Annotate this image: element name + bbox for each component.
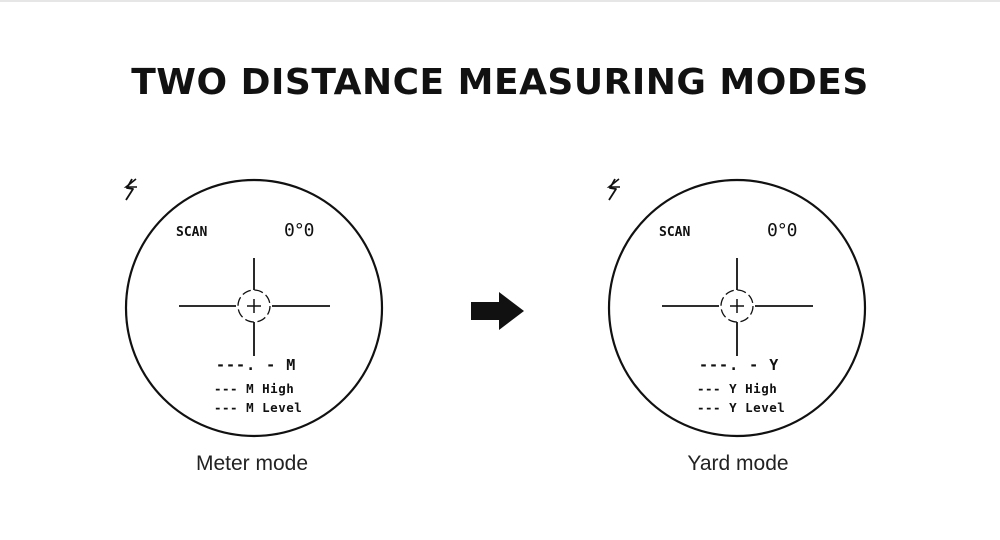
angle-value: 0°0 bbox=[767, 220, 797, 241]
crosshair-icon bbox=[662, 258, 813, 356]
lightning-icon bbox=[125, 178, 134, 201]
level-readout: --- Y Level bbox=[697, 400, 786, 415]
yard-mode-caption: Yard mode bbox=[687, 452, 789, 475]
top-divider bbox=[0, 0, 1000, 2]
scan-label: SCAN bbox=[176, 225, 208, 240]
yard-mode-scope: SCAN 0°0 ---. - Y --- Y High --- Y Level bbox=[606, 178, 867, 438]
distance-readout: ---. - Y bbox=[699, 356, 780, 374]
angle-value: 0°0 bbox=[284, 220, 314, 241]
high-readout: --- M High bbox=[214, 381, 295, 396]
distance-readout: ---. - M bbox=[216, 356, 297, 374]
scope-reticle bbox=[607, 178, 867, 438]
lightning-icon bbox=[608, 178, 617, 201]
meter-mode-scope: SCAN 0°0 ---. - M --- M High --- M Level bbox=[123, 178, 384, 438]
angle-icon bbox=[606, 178, 620, 188]
level-readout: --- M Level bbox=[214, 400, 303, 415]
crosshair-icon bbox=[179, 258, 330, 356]
page-title: TWO DISTANCE MEASURING MODES bbox=[131, 62, 869, 103]
right-arrow-icon bbox=[471, 292, 524, 330]
high-readout: --- Y High bbox=[697, 381, 778, 396]
scan-label: SCAN bbox=[659, 225, 691, 240]
scope-reticle bbox=[124, 178, 384, 438]
meter-mode-caption: Meter mode bbox=[195, 452, 309, 475]
angle-icon bbox=[123, 178, 137, 188]
